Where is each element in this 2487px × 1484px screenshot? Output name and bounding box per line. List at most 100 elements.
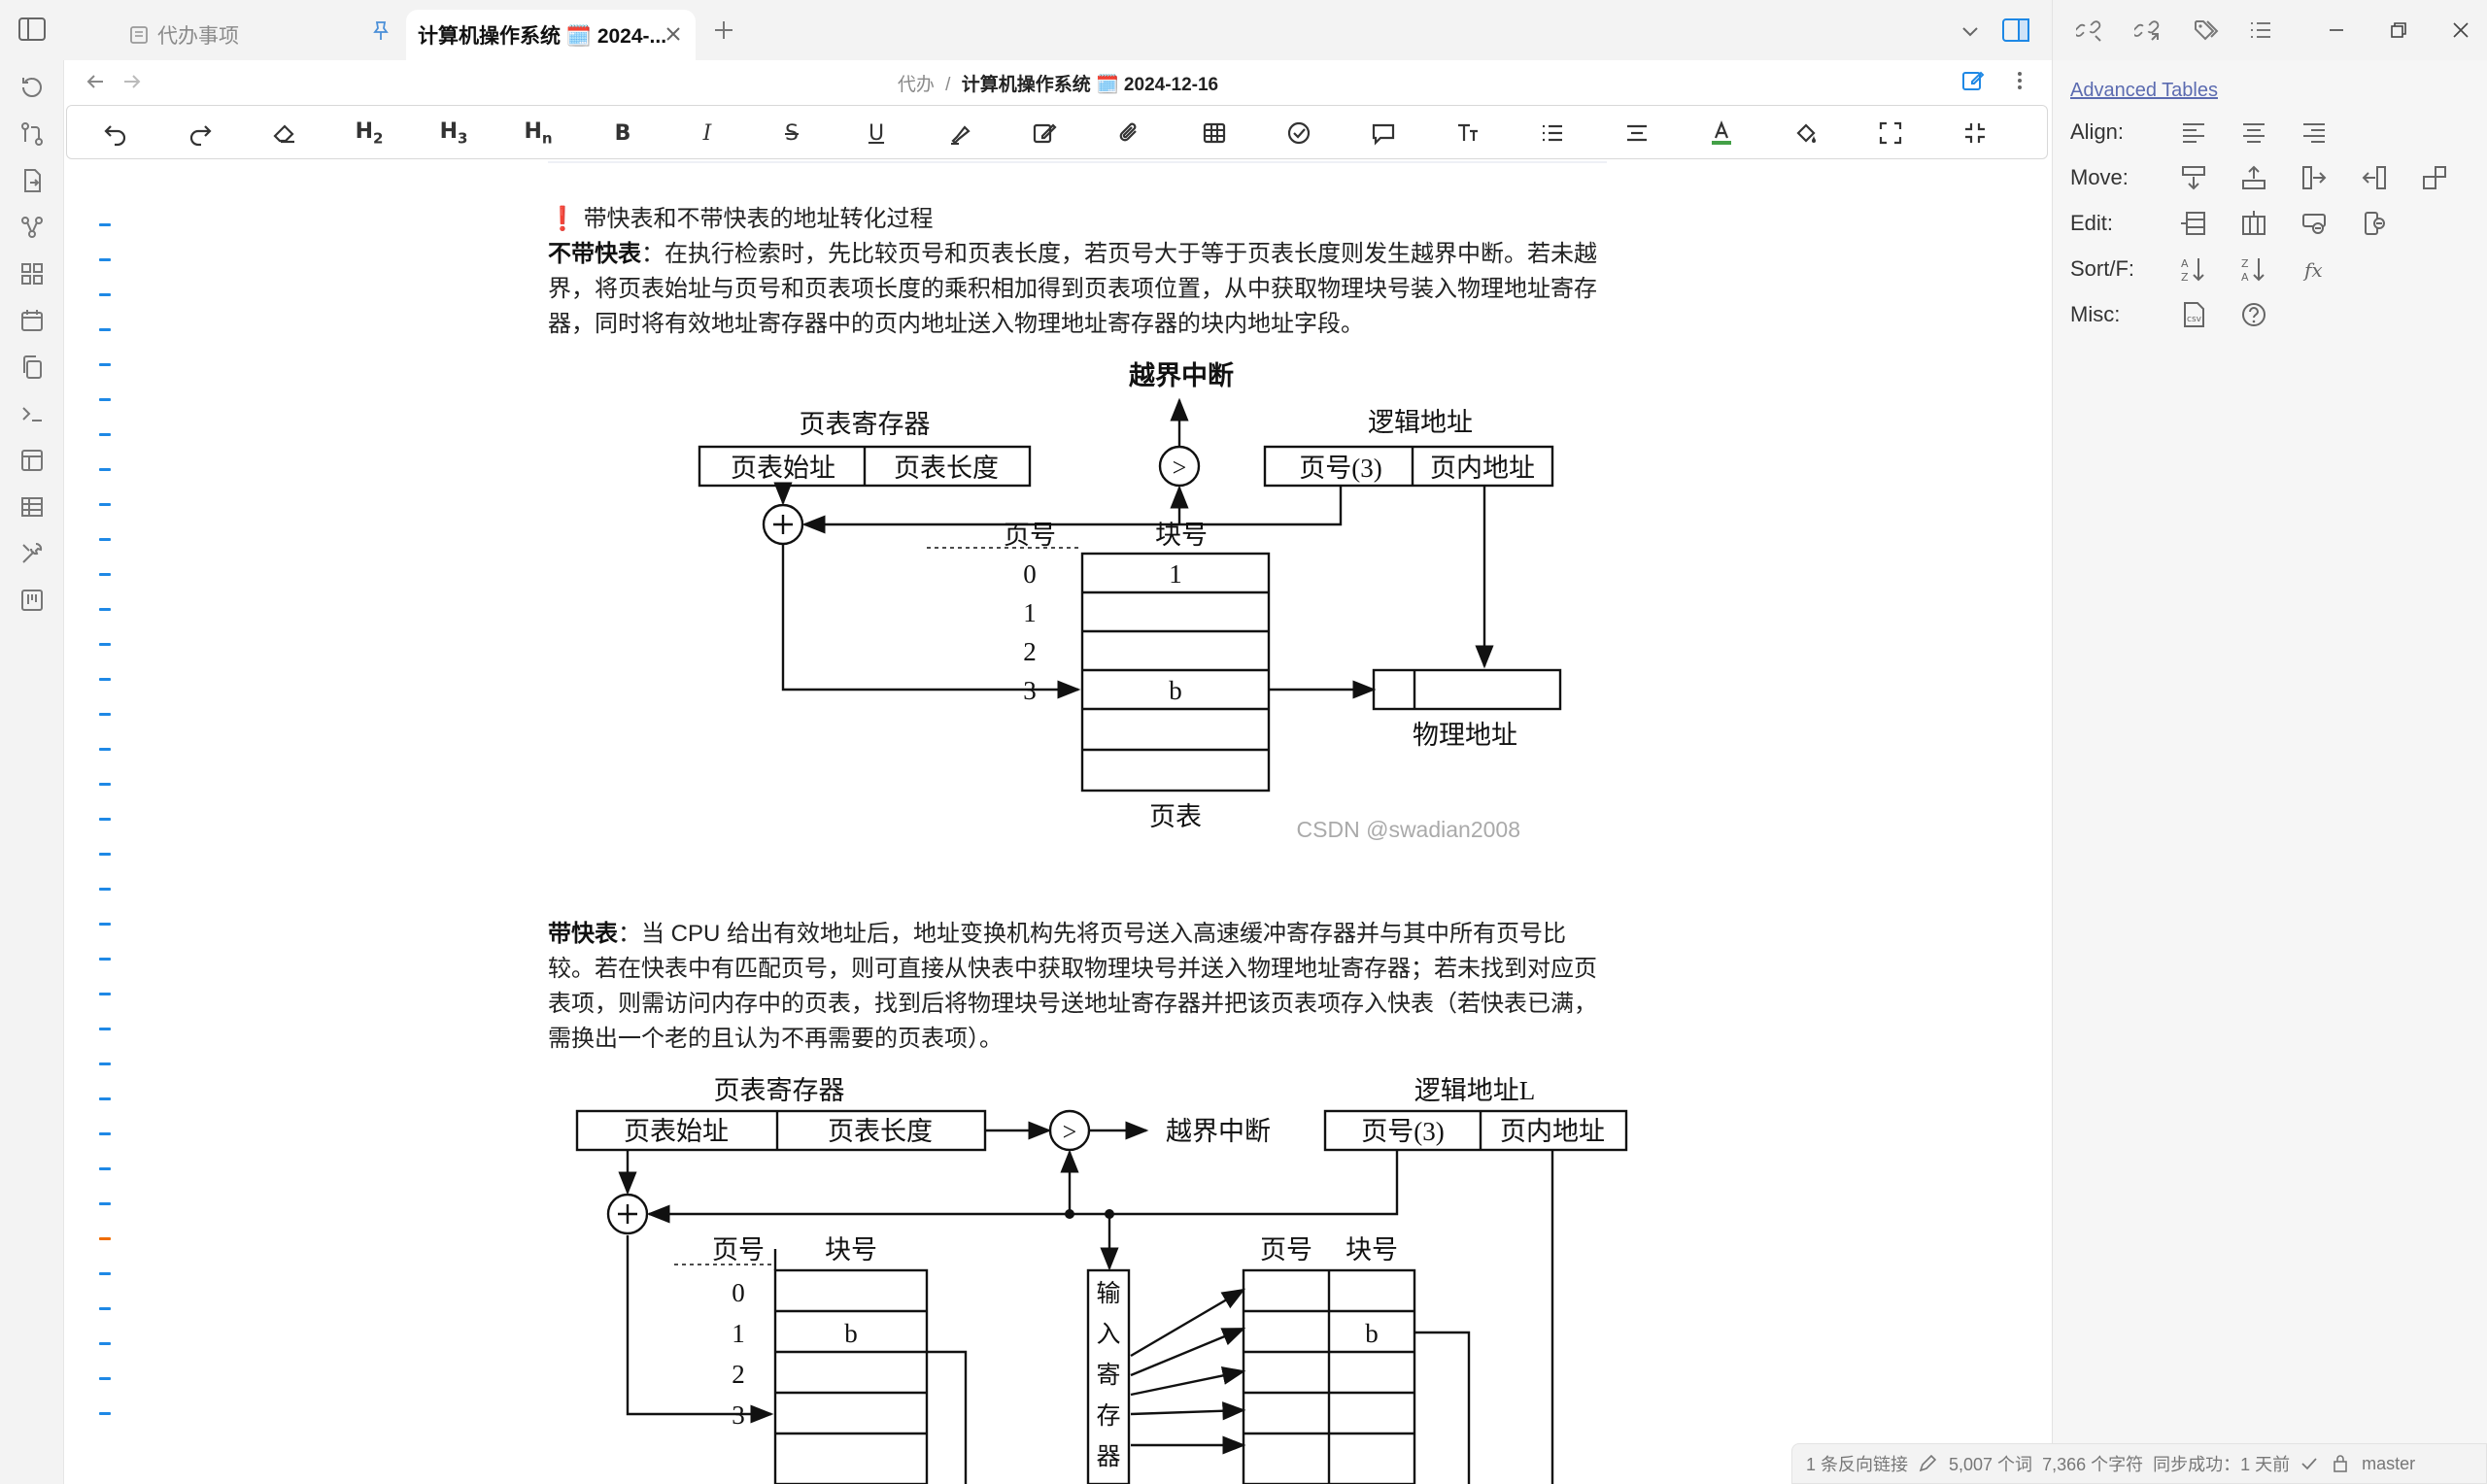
background-color-dropdown[interactable]	[1779, 114, 1833, 152]
align-left-button[interactable]	[2163, 113, 2224, 152]
bold-button[interactable]: B	[596, 114, 650, 152]
block-value: b	[844, 1319, 858, 1348]
transpose-button[interactable]	[2404, 158, 2465, 197]
undo-button[interactable]	[88, 114, 143, 152]
back-arrow-icon[interactable]	[84, 70, 107, 93]
align-right-button[interactable]	[2284, 113, 2344, 152]
strikethrough-button[interactable]: S	[765, 114, 819, 152]
checklist-button[interactable]	[1272, 114, 1326, 152]
gutter-change-marker	[99, 1307, 111, 1310]
underline-label: U	[868, 120, 885, 146]
insert-row-button[interactable]	[2163, 204, 2224, 243]
git-branch[interactable]: master	[2362, 1453, 2416, 1473]
fullscreen-button[interactable]	[1863, 114, 1918, 152]
plugins-grid-icon[interactable]	[18, 260, 46, 287]
insert-table-button[interactable]	[1187, 114, 1242, 152]
section-heading: ❗ 带快表和不带快表的地址转化过程	[548, 202, 1607, 237]
terminal-icon[interactable]	[18, 400, 46, 427]
clear-format-button[interactable]	[257, 114, 312, 152]
check-circle-icon	[1287, 121, 1311, 145]
svg-text:fx: fx	[2302, 258, 2323, 282]
bold-label: B	[614, 120, 631, 146]
tab-todo[interactable]: 代办事项	[115, 10, 406, 60]
backlinks-count[interactable]: 1 条反向链接	[1806, 1455, 1909, 1474]
paragraph-line: 器，同时将有效地址寄存器中的页内地址送入物理地址寄存器的块内地址字段。	[548, 311, 1364, 337]
align-row: Align:	[2070, 113, 2344, 152]
table-icon[interactable]	[18, 493, 46, 521]
restore-icon[interactable]	[2385, 17, 2412, 44]
delete-row-button[interactable]	[2284, 204, 2344, 243]
forward-arrow-icon[interactable]	[120, 70, 144, 93]
minimize-icon[interactable]	[2323, 17, 2350, 44]
paragraph-line: 界，将页表始址与页号和页表项长度的乘积相加得到页表项位置，从中获取物理块号装入物…	[548, 276, 1597, 302]
text-size-dropdown[interactable]	[1441, 114, 1495, 152]
right-sidebar-toggle-icon[interactable]	[2001, 17, 2030, 44]
gutter-change-marker	[99, 993, 111, 995]
pin-icon[interactable]	[369, 19, 392, 43]
close-window-icon[interactable]	[2447, 17, 2474, 44]
new-tab-plus-icon[interactable]	[711, 17, 736, 43]
exit-fullscreen-button[interactable]	[1948, 114, 2002, 152]
heading-2-button[interactable]: H2	[342, 114, 396, 152]
move-row-up-button[interactable]	[2224, 158, 2284, 197]
pencil-icon[interactable]	[1918, 1454, 1937, 1473]
left-sidebar-toggle-icon[interactable]	[17, 17, 47, 42]
paragraph-line: 需换出一个老的且认为不再需要的页表项）。	[548, 1026, 1003, 1052]
copy-icon[interactable]	[18, 354, 46, 381]
help-button[interactable]	[2224, 295, 2284, 334]
sync-status[interactable]: 同步成功：1 天前	[2153, 1455, 2291, 1474]
callout-dropdown[interactable]	[1356, 114, 1411, 152]
editor-content[interactable]: ❗ 带快表和不带快表的地址转化过程 不带快表：在执行检索时，先比较页号和页表长度…	[64, 161, 2052, 1484]
backlinks-icon[interactable]	[2073, 17, 2103, 44]
formula-button[interactable]: fx	[2284, 250, 2344, 288]
history-icon[interactable]	[18, 74, 46, 101]
insert-column-button[interactable]	[2224, 204, 2284, 243]
list-dropdown[interactable]	[1525, 114, 1580, 152]
gutter-change-marker	[99, 783, 111, 786]
delete-column-button[interactable]	[2344, 204, 2404, 243]
outgoing-links-icon[interactable]	[2131, 17, 2162, 44]
breadcrumb: 代办 / 计算机操作系统 🗓️ 2024-12-16	[64, 70, 2052, 96]
breadcrumb-parent[interactable]: 代办	[897, 75, 935, 95]
git-compare-icon[interactable]	[18, 120, 46, 148]
outline-icon[interactable]	[2247, 17, 2274, 44]
more-options-icon[interactable]	[2007, 68, 2032, 93]
heading-n-dropdown[interactable]: Hn	[511, 114, 565, 152]
tools-icon[interactable]	[18, 540, 46, 567]
move-column-right-button[interactable]	[2284, 158, 2344, 197]
tab-os-note[interactable]: 计算机操作系统 🗓️ 2024-...	[406, 10, 696, 60]
table-icon	[1203, 122, 1226, 144]
edit-mode-icon[interactable]	[1960, 68, 1986, 93]
italic-button[interactable]: I	[680, 114, 734, 152]
close-icon[interactable]	[663, 23, 684, 45]
align-dropdown[interactable]	[1610, 114, 1664, 152]
graph-view-icon[interactable]	[18, 214, 46, 241]
align-right-icon	[2303, 123, 2325, 143]
align-center-button[interactable]	[2224, 113, 2284, 152]
advanced-tables-title[interactable]: Advanced Tables	[2070, 80, 2218, 101]
file-export-icon[interactable]	[18, 167, 46, 194]
tlb-out-line	[1414, 1331, 1471, 1484]
gutter-change-marker	[99, 818, 111, 821]
move-column-left-button[interactable]	[2344, 158, 2404, 197]
git-lock-icon[interactable]	[2331, 1454, 2350, 1473]
highlight-button[interactable]	[934, 114, 988, 152]
attachment-button[interactable]	[1103, 114, 1157, 152]
underline-button[interactable]: U	[849, 114, 903, 152]
heading-3-button[interactable]: H3	[426, 114, 481, 152]
kanban-icon[interactable]	[18, 587, 46, 614]
move-row-down-button[interactable]	[2163, 158, 2224, 197]
redo-button[interactable]	[173, 114, 227, 152]
calendar-icon[interactable]	[18, 307, 46, 334]
font-color-dropdown[interactable]	[1694, 114, 1749, 152]
breadcrumb-current[interactable]: 计算机操作系统 🗓️ 2024-12-16	[961, 75, 1219, 95]
export-csv-button[interactable]: csv	[2163, 295, 2224, 334]
junction-dot	[1065, 1209, 1074, 1219]
page-no-label: 页号(3)	[1299, 454, 1381, 483]
tags-icon[interactable]	[2193, 17, 2220, 44]
layout-icon[interactable]	[18, 447, 46, 474]
format-brush-dropdown[interactable]	[1018, 114, 1073, 152]
chevron-down-icon[interactable]	[1959, 19, 1982, 43]
